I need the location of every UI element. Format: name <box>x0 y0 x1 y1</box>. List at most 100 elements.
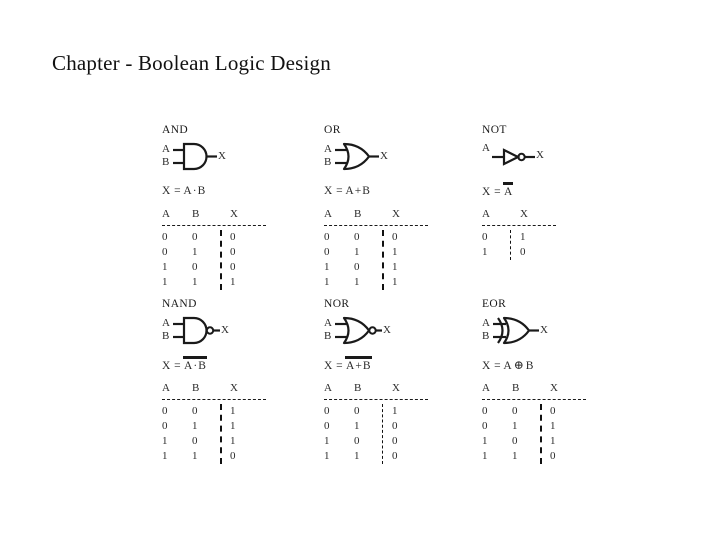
equation-operand-left: A <box>183 185 192 197</box>
cell-b: 0 <box>512 435 518 447</box>
equation-operand-left: A <box>346 360 355 372</box>
gate-label-nand: NAND <box>162 298 197 310</box>
page-title: Chapter - Boolean Logic Design <box>52 51 331 75</box>
truth-table-not: A X 0 1 1 0 <box>482 206 642 260</box>
gate-block-and: AND A B X X = A·B A B <box>162 124 324 292</box>
table-row: 1 0 1 <box>162 434 324 449</box>
nor-gate-diagram: A B X <box>324 316 482 350</box>
cell-b: 0 <box>192 231 198 243</box>
cell-x: 0 <box>230 246 236 258</box>
column-header-a: A <box>482 382 490 394</box>
xor-gate-symbol <box>493 316 539 345</box>
table-header-row: A B X <box>324 206 482 223</box>
cell-x: 1 <box>230 276 236 288</box>
cell-x: 1 <box>230 405 236 417</box>
equation-operator: · <box>192 185 197 197</box>
input-label-a: A <box>162 143 170 155</box>
truth-table-or: A B X 0 0 0 0 1 1 <box>324 206 482 290</box>
table-row: 1 0 <box>482 245 642 260</box>
table-body: 0 0 0 0 1 1 1 0 1 1 <box>482 404 642 464</box>
table-row: 0 0 0 <box>162 230 324 245</box>
table-row: 0 1 0 <box>324 419 482 434</box>
equation-lhs: X = <box>324 360 344 372</box>
column-divider <box>510 230 511 260</box>
equation-operator: + <box>355 360 362 372</box>
and-gate-diagram: A B X <box>162 142 324 176</box>
or-gate-diagram: A B X <box>324 142 482 176</box>
equation-overbar-group: A+B <box>345 356 373 373</box>
equation-lhs: X = <box>162 185 182 197</box>
equation-overbar-group: A·B <box>183 356 207 373</box>
input-label-b: B <box>482 330 490 342</box>
equation-lhs: X = <box>162 360 182 372</box>
cell-b: 1 <box>192 276 198 288</box>
cell-a: 0 <box>324 405 330 417</box>
cell-b: 1 <box>354 246 360 258</box>
cell-b: 0 <box>192 261 198 273</box>
output-label-x: X <box>540 324 548 336</box>
cell-x: 1 <box>392 276 398 288</box>
table-row: 0 1 1 <box>324 245 482 260</box>
cell-x: 0 <box>520 246 526 258</box>
table-body: 0 1 1 0 <box>482 230 642 260</box>
column-header-a: A <box>162 208 170 220</box>
cell-a: 0 <box>482 231 488 243</box>
gate-block-nor: NOR A B X X = A+B A <box>324 298 482 464</box>
column-header-a: A <box>482 208 490 220</box>
column-header-b: B <box>512 382 520 394</box>
table-row: 1 0 1 <box>324 260 482 275</box>
table-body: 0 0 1 0 1 1 1 0 1 1 <box>162 404 324 464</box>
input-label-a: A <box>162 317 170 329</box>
column-header-a: A <box>324 208 332 220</box>
table-header-row: A B X <box>324 380 482 397</box>
equation-not: X = A <box>482 182 642 204</box>
cell-a: 0 <box>162 405 168 417</box>
cell-a: 0 <box>324 420 330 432</box>
table-row: 1 1 0 <box>482 449 642 464</box>
cell-x: 1 <box>550 435 556 447</box>
column-header-x: X <box>392 208 400 220</box>
column-header-a: A <box>162 382 170 394</box>
equation-operand-right: B <box>362 185 370 197</box>
input-label-b: B <box>162 156 170 168</box>
cell-b: 1 <box>192 246 198 258</box>
cell-x: 0 <box>392 450 398 462</box>
table-row: 0 1 0 <box>162 245 324 260</box>
gate-label-or: OR <box>324 124 341 136</box>
header-divider <box>482 223 642 230</box>
cell-x: 0 <box>392 231 398 243</box>
equation-operator: ⊕ <box>513 358 524 372</box>
equation-lhs: X = <box>482 360 502 372</box>
cell-x: 0 <box>230 450 236 462</box>
cell-x: 0 <box>392 420 398 432</box>
cell-a: 0 <box>162 246 168 258</box>
cell-a: 1 <box>482 435 488 447</box>
header-divider <box>324 397 482 404</box>
cell-x: 1 <box>230 435 236 447</box>
table-row: 0 1 1 <box>482 419 642 434</box>
equation-operand-left: A <box>345 185 354 197</box>
table-row: 1 1 0 <box>162 449 324 464</box>
table-row: 1 1 1 <box>324 275 482 290</box>
cell-a: 0 <box>324 231 330 243</box>
cell-a: 1 <box>324 435 330 447</box>
truth-table-eor: A B X 0 0 0 0 1 1 <box>482 380 642 464</box>
cell-a: 0 <box>482 405 488 417</box>
column-header-b: B <box>354 382 362 394</box>
cell-b: 1 <box>354 420 360 432</box>
input-label-a: A <box>324 317 332 329</box>
table-row: 0 0 0 <box>482 404 642 419</box>
equation-nand: X = A·B <box>162 356 324 378</box>
header-divider <box>324 223 482 230</box>
column-divider <box>540 404 542 464</box>
gate-block-nand: NAND A B X X = A·B A <box>162 298 324 464</box>
cell-x: 1 <box>392 261 398 273</box>
gate-block-eor: EOR A B X X = A⊕B A <box>482 298 642 464</box>
table-header-row: A X <box>482 206 642 223</box>
cell-b: 0 <box>192 405 198 417</box>
cell-a: 0 <box>324 246 330 258</box>
cell-b: 1 <box>512 450 518 462</box>
equation-nor: X = A+B <box>324 356 482 378</box>
column-header-a: A <box>324 382 332 394</box>
